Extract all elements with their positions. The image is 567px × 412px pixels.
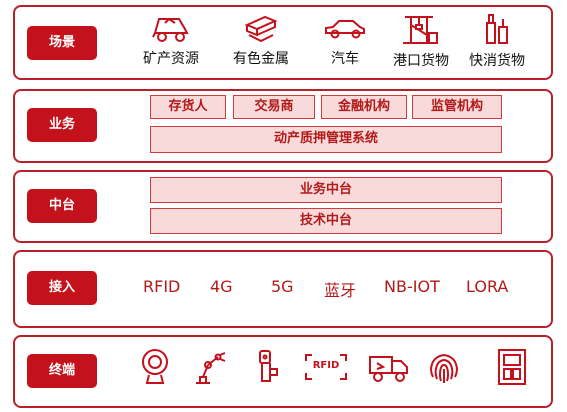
layer-label-scene: 场景 — [27, 26, 97, 60]
scene-item-port: 港口货物 — [376, 11, 466, 70]
scene-layer: 场景 矿产资源 有色金属 汽车 港口货物 — [13, 5, 553, 80]
rfid-tag-text: RFID — [312, 360, 340, 371]
mining-truck-icon — [152, 17, 189, 42]
access-layer: 接入 RFID 4G 5G 蓝牙 NB-IOT LORA — [13, 250, 553, 328]
terminal-layer: 终端 RFID — [13, 335, 553, 408]
car-icon — [325, 20, 365, 39]
system-box: 动产质押管理系统 — [150, 126, 502, 153]
rfid-tag-icon: RFID — [304, 353, 348, 381]
scene-label: 有色金属 — [233, 51, 289, 67]
protocol-label: NB-IOT — [384, 277, 440, 296]
business-layer: 业务 存货人 交易商 金融机构 监管机构 动产质押管理系统 — [13, 89, 553, 163]
scene-item-mining: 矿产资源 — [126, 11, 216, 68]
layer-label-middle: 中台 — [27, 189, 97, 223]
protocol-label: 4G — [210, 277, 233, 296]
middle-box: 业务中台 — [150, 177, 502, 203]
scene-label: 快消货物 — [469, 53, 525, 69]
role-box: 交易商 — [233, 95, 315, 119]
layer-label-terminal: 终端 — [27, 354, 97, 388]
role-box: 存货人 — [150, 95, 226, 119]
layer-label-access: 接入 — [27, 271, 97, 305]
scene-item-consumer: 快消货物 — [452, 11, 542, 70]
protocol-label: 蓝牙 — [324, 281, 357, 300]
port-crane-icon — [403, 16, 438, 44]
role-box: 监管机构 — [412, 95, 502, 119]
metal-ingot-icon — [244, 15, 278, 43]
role-box: 金融机构 — [321, 95, 407, 119]
scanner-icon — [259, 350, 278, 382]
delivery-truck-icon — [369, 356, 408, 382]
robot-arm-icon — [196, 352, 226, 384]
protocol-label: 5G — [271, 277, 294, 296]
scene-label: 港口货物 — [393, 53, 449, 69]
scene-item-metal: 有色金属 — [216, 11, 306, 68]
layer-label-business: 业务 — [27, 108, 97, 142]
middle-box: 技术中台 — [150, 208, 502, 234]
scene-label: 矿产资源 — [143, 51, 199, 67]
camera-icon — [142, 349, 168, 384]
scene-item-car: 汽车 — [300, 11, 390, 68]
middle-layer: 中台 业务中台 技术中台 — [13, 170, 553, 243]
protocol-label: RFID — [143, 277, 181, 296]
fingerprint-icon — [430, 353, 458, 383]
rfid-tag-frame — [305, 354, 347, 380]
smart-cabinet-icon — [498, 349, 526, 385]
consumer-goods-icon — [486, 14, 508, 44]
protocol-label: LORA — [466, 277, 509, 296]
scene-label: 汽车 — [331, 51, 359, 67]
